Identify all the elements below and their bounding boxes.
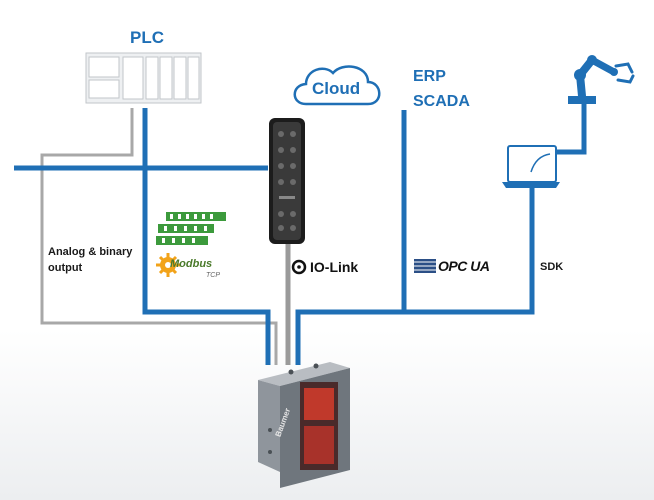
- plc-label: PLC: [130, 28, 164, 47]
- sensor-icon: [258, 362, 350, 488]
- io-link-label: IO-Link: [310, 259, 359, 275]
- io-link-master-icon: [269, 118, 305, 244]
- modbus-label: Modbus: [170, 258, 213, 270]
- cloud-icon: [293, 65, 381, 106]
- ethernet-connection-lines: [14, 102, 587, 365]
- opc-ua-logo-icon: [414, 259, 436, 273]
- cloud-label: Cloud: [312, 79, 361, 98]
- opc-ua-label: OPC UA: [438, 258, 490, 274]
- sdk-label: SDK: [540, 261, 564, 273]
- analog-connection-line: [40, 108, 278, 365]
- erp-label: ERP: [413, 68, 446, 85]
- analog-binary-label: Analog & binary output: [48, 244, 132, 276]
- robot-arm-icon: [568, 55, 635, 104]
- plc-icon: [85, 52, 202, 104]
- scada-label: SCADA: [413, 93, 470, 110]
- io-link-logo-icon: [291, 259, 307, 275]
- analog-label-line2: output: [48, 262, 83, 274]
- laptop-icon: [502, 145, 560, 188]
- profinet-logo-icon: [156, 212, 226, 245]
- modbus-tcp-label: TCP: [206, 272, 220, 279]
- analog-label-line1: Analog & binary: [48, 246, 133, 258]
- modbus-logo-icon: [156, 253, 180, 277]
